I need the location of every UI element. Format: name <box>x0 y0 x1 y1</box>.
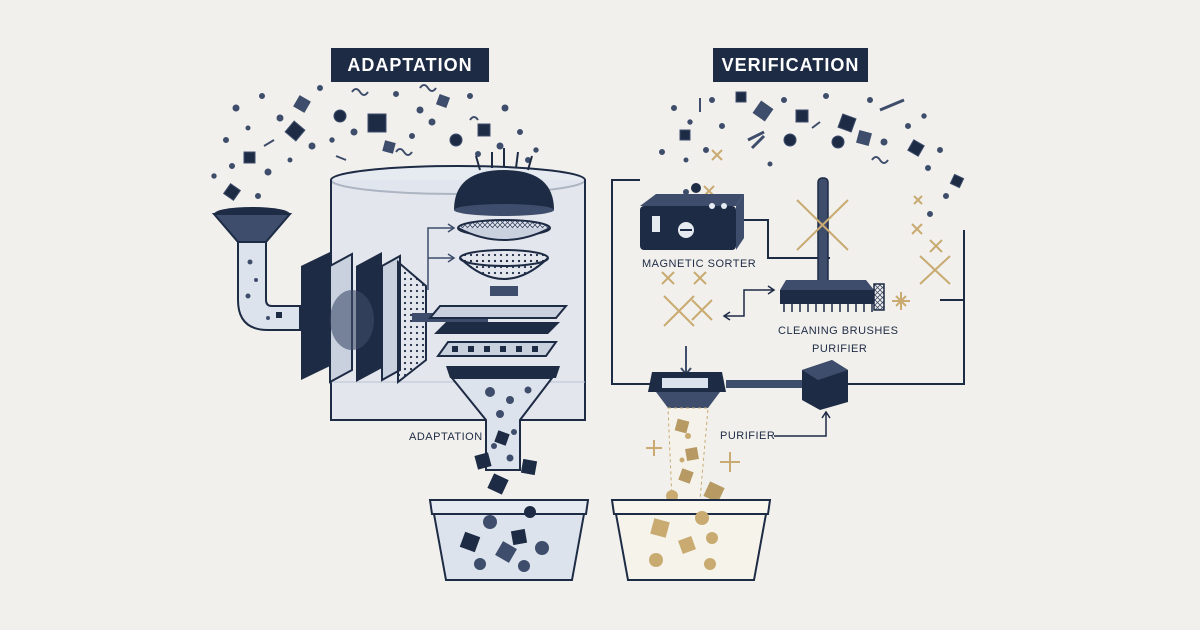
collection-bin-right <box>610 499 772 581</box>
purified-stream <box>646 407 740 503</box>
sieve-stack <box>427 148 569 357</box>
filter-plates <box>301 252 427 385</box>
verification-title: VERIFICATION <box>713 48 868 82</box>
purifier-return-arrow <box>774 410 831 437</box>
adaptation-title: ADAPTATION <box>331 48 489 82</box>
bidirectional-arrow <box>722 285 776 321</box>
gold-sparkles-brush <box>892 239 951 310</box>
cleaning-brush <box>780 177 885 312</box>
adaptation-label: ADAPTATION <box>409 431 483 443</box>
purifier-label-lower: PURIFIER <box>720 430 776 442</box>
flow-arrows-left <box>427 223 456 290</box>
collection-bin-left <box>428 499 590 581</box>
left-particle-cloud <box>211 84 539 202</box>
cleaning-brushes-label: CLEANING BRUSHES <box>778 325 899 337</box>
intake-funnel <box>211 207 301 331</box>
gold-x-marks <box>661 271 713 327</box>
right-particle-cloud <box>659 91 965 217</box>
output-hopper <box>446 366 560 495</box>
down-arrow <box>680 346 692 376</box>
magnetic-sorter <box>640 183 744 250</box>
magnetic-sorter-label: MAGNETIC SORTER <box>642 258 757 270</box>
purifier-device <box>648 360 848 410</box>
purifier-label-upper: PURIFIER <box>812 343 868 355</box>
